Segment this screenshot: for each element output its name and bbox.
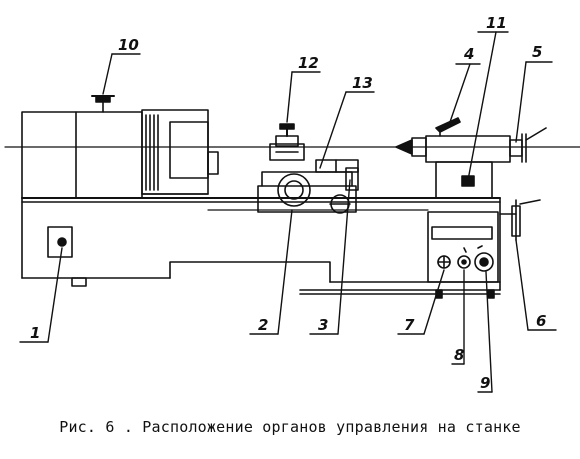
carriage-handwheel-6 [499,199,541,241]
tool-post-12 [269,123,305,161]
callout-label-12: 12 [298,54,319,72]
callout-label-3: 3 [318,316,328,334]
left-switch-panel [47,226,73,258]
electrical-control-panel [427,211,499,283]
callout-label-6: 6 [536,312,546,330]
callout-label-1: 1 [30,324,40,342]
carriage [257,159,359,214]
headstock [21,109,219,199]
tailstock-clamp-lever-4 [435,117,461,137]
headstock-handle-10 [91,95,115,113]
callout-leaders [19,31,557,393]
callout-label-8: 8 [454,346,464,364]
figure-caption: Рис. 6 . Расположение органов управления… [59,418,521,436]
callout-label-4: 4 [463,45,474,63]
callout-label-2: 2 [258,316,268,334]
callout-label-5: 5 [532,43,542,61]
callout-label-13: 13 [352,74,373,92]
callout-label-9: 9 [480,374,490,392]
callout-label-11: 11 [486,14,507,32]
tailstock [395,127,547,199]
callout-label-7: 7 [404,316,415,334]
callout-label-10: 10 [118,36,139,54]
